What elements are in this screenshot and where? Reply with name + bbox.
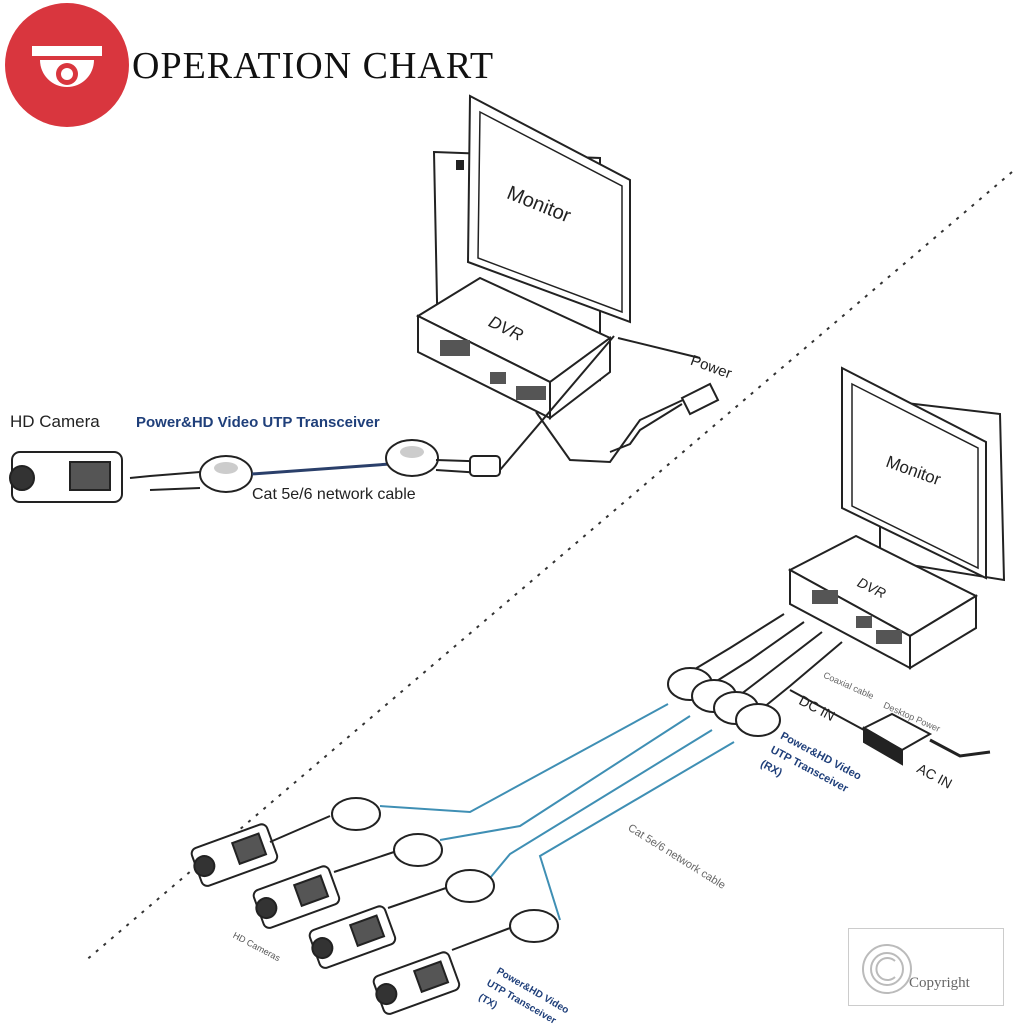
network-cable-top <box>251 462 391 476</box>
dvr-top-buttons <box>440 340 546 400</box>
power-adapter-top <box>609 382 720 453</box>
hd-cameras-bottom <box>190 823 461 1015</box>
copyright-watermark: Copyright <box>848 928 1004 1006</box>
hd-camera-label: HD Camera <box>10 412 100 431</box>
desktop-power-bottom <box>789 689 991 766</box>
monitor-bottom <box>841 366 1006 582</box>
rx-transceivers-bottom <box>667 667 781 737</box>
coax-cables-bottom <box>689 613 843 713</box>
tx-transceivers-bottom <box>331 797 559 943</box>
copyright-text: Copyright <box>909 975 970 991</box>
dvr-bottom-buttons <box>812 590 902 644</box>
transceiver-label: Power&HD Video UTP Transceiver <box>136 414 380 431</box>
copyright-icon <box>862 944 912 994</box>
hd-camera-top <box>9 451 123 503</box>
rx-transceiver-top <box>385 439 501 477</box>
page-title: OPERATION CHART <box>132 45 495 87</box>
camera-leads-bottom <box>269 815 511 951</box>
network-cables-bottom <box>379 703 735 921</box>
tx-transceiver-top <box>129 455 253 493</box>
cable-label-top: Cat 5e/6 network cable <box>252 486 416 503</box>
dvr-top-cables <box>499 335 701 471</box>
camera-logo-icon <box>5 3 129 127</box>
